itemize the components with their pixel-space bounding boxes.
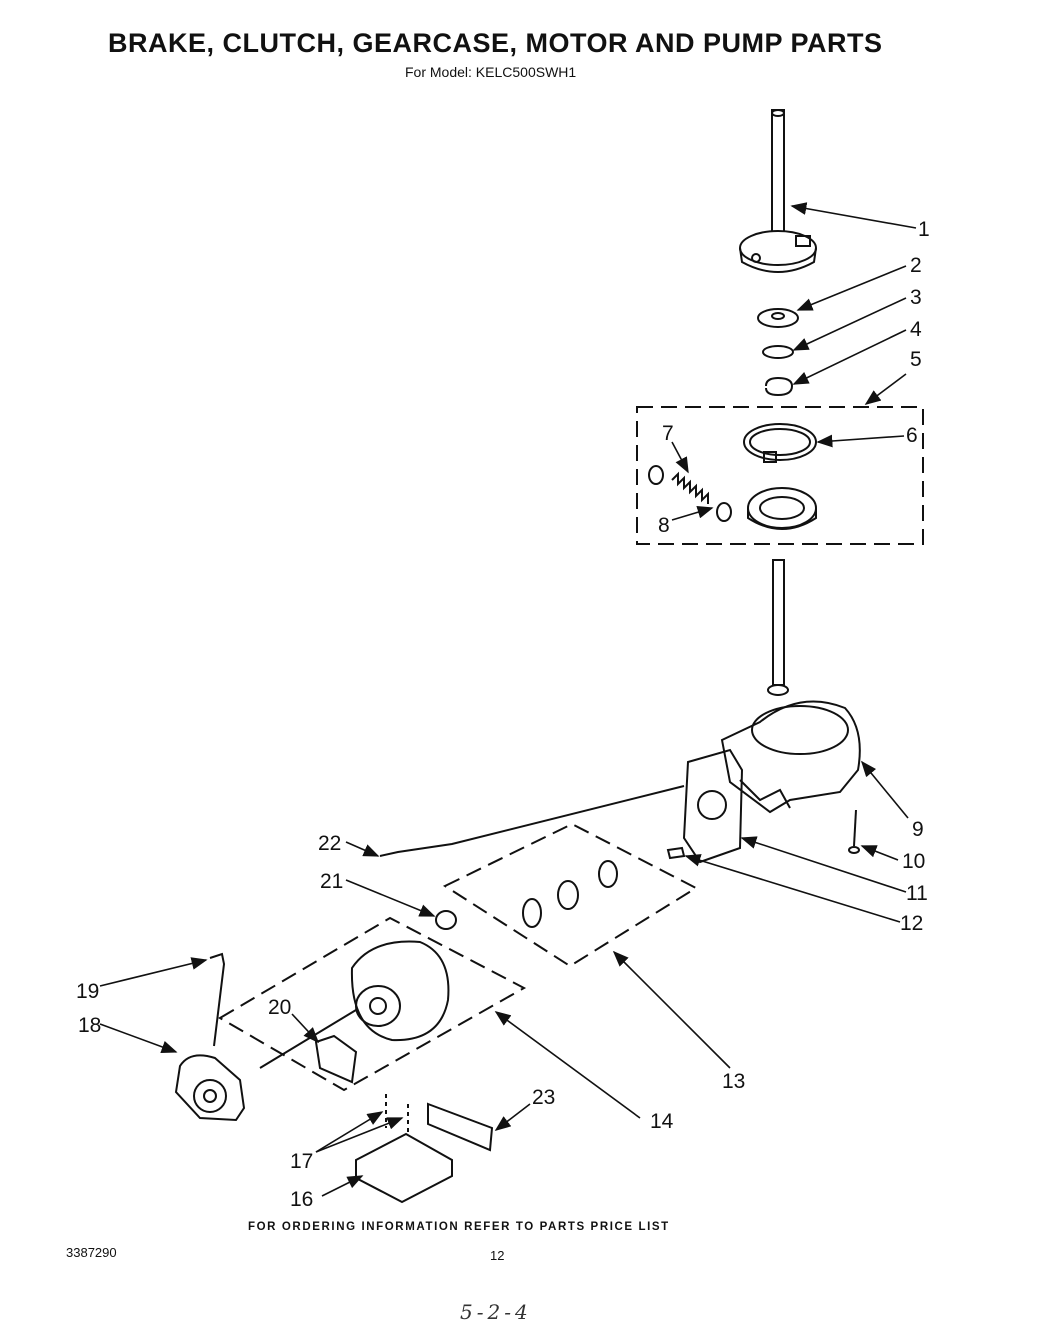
callout-19: 19 (76, 980, 99, 1003)
callout-18: 18 (78, 1014, 101, 1037)
callout-10: 10 (902, 850, 925, 873)
part-6-brake-band (743, 423, 817, 463)
part-11-mounting-plate (682, 748, 744, 864)
part-17-screws (385, 1094, 409, 1136)
part-20-switch (314, 1034, 358, 1084)
part-7-spring (671, 471, 709, 504)
coupling-parts (522, 860, 618, 928)
part-5-brake-assembly-box (636, 406, 924, 545)
part-8-nut (648, 465, 732, 522)
part-1-shaft-cam (739, 109, 817, 273)
part-16-bracket (355, 1132, 453, 1204)
part-9-gearcase (720, 684, 861, 814)
part-3-ring (762, 345, 794, 359)
callout-12: 12 (900, 912, 923, 935)
page-title: BRAKE, CLUTCH, GEARCASE, MOTOR AND PUMP … (108, 28, 883, 58)
brake-drum (747, 487, 817, 530)
part-23-strap (427, 1102, 494, 1152)
part-22-wire (379, 785, 685, 857)
callout-7: 7 (662, 422, 674, 445)
part-18-pump (174, 1054, 246, 1122)
callout-17: 17 (290, 1150, 313, 1173)
document-number: 3387290 (66, 1245, 117, 1260)
callout-labels: 1 2 3 4 5 6 7 8 9 10 11 12 13 14 16 17 1… (76, 218, 930, 1211)
motor (259, 940, 450, 1069)
callout-1: 1 (918, 218, 930, 241)
callout-23: 23 (532, 1086, 555, 1109)
callout-21: 21 (320, 870, 343, 893)
part-14-motor-box (218, 916, 527, 1092)
ordering-info-note: FOR ORDERING INFORMATION REFER TO PARTS … (248, 1221, 670, 1233)
callout-16: 16 (290, 1188, 313, 1211)
callout-9: 9 (912, 818, 924, 841)
callout-14: 14 (650, 1110, 674, 1133)
lower-shaft (772, 559, 785, 686)
callout-2: 2 (910, 254, 922, 277)
plate-bore (697, 790, 727, 820)
part-4-retaining-ring (765, 376, 794, 397)
part-19-harness (209, 952, 226, 1047)
callout-8: 8 (658, 514, 670, 537)
callout-3: 3 (910, 286, 922, 309)
callout-6: 6 (906, 424, 918, 447)
callout-22: 22 (318, 832, 341, 855)
model-subtitle: For Model: KELC500SWH1 (405, 64, 577, 80)
callout-13: 13 (722, 1070, 745, 1093)
callout-11: 11 (906, 882, 928, 905)
callout-20: 20 (268, 996, 291, 1019)
page-number: 12 (490, 1248, 505, 1263)
leader-lines (99, 202, 917, 1197)
callout-4: 4 (910, 318, 922, 341)
part-2-washer (757, 308, 799, 328)
part-10-screw (848, 809, 860, 854)
part-12-bolt (666, 846, 686, 860)
handwritten-note: 5-2-4 (460, 1300, 532, 1324)
part-21-grommet (435, 910, 457, 930)
part-13-coupling-box (442, 822, 699, 968)
callout-5: 5 (910, 348, 922, 371)
